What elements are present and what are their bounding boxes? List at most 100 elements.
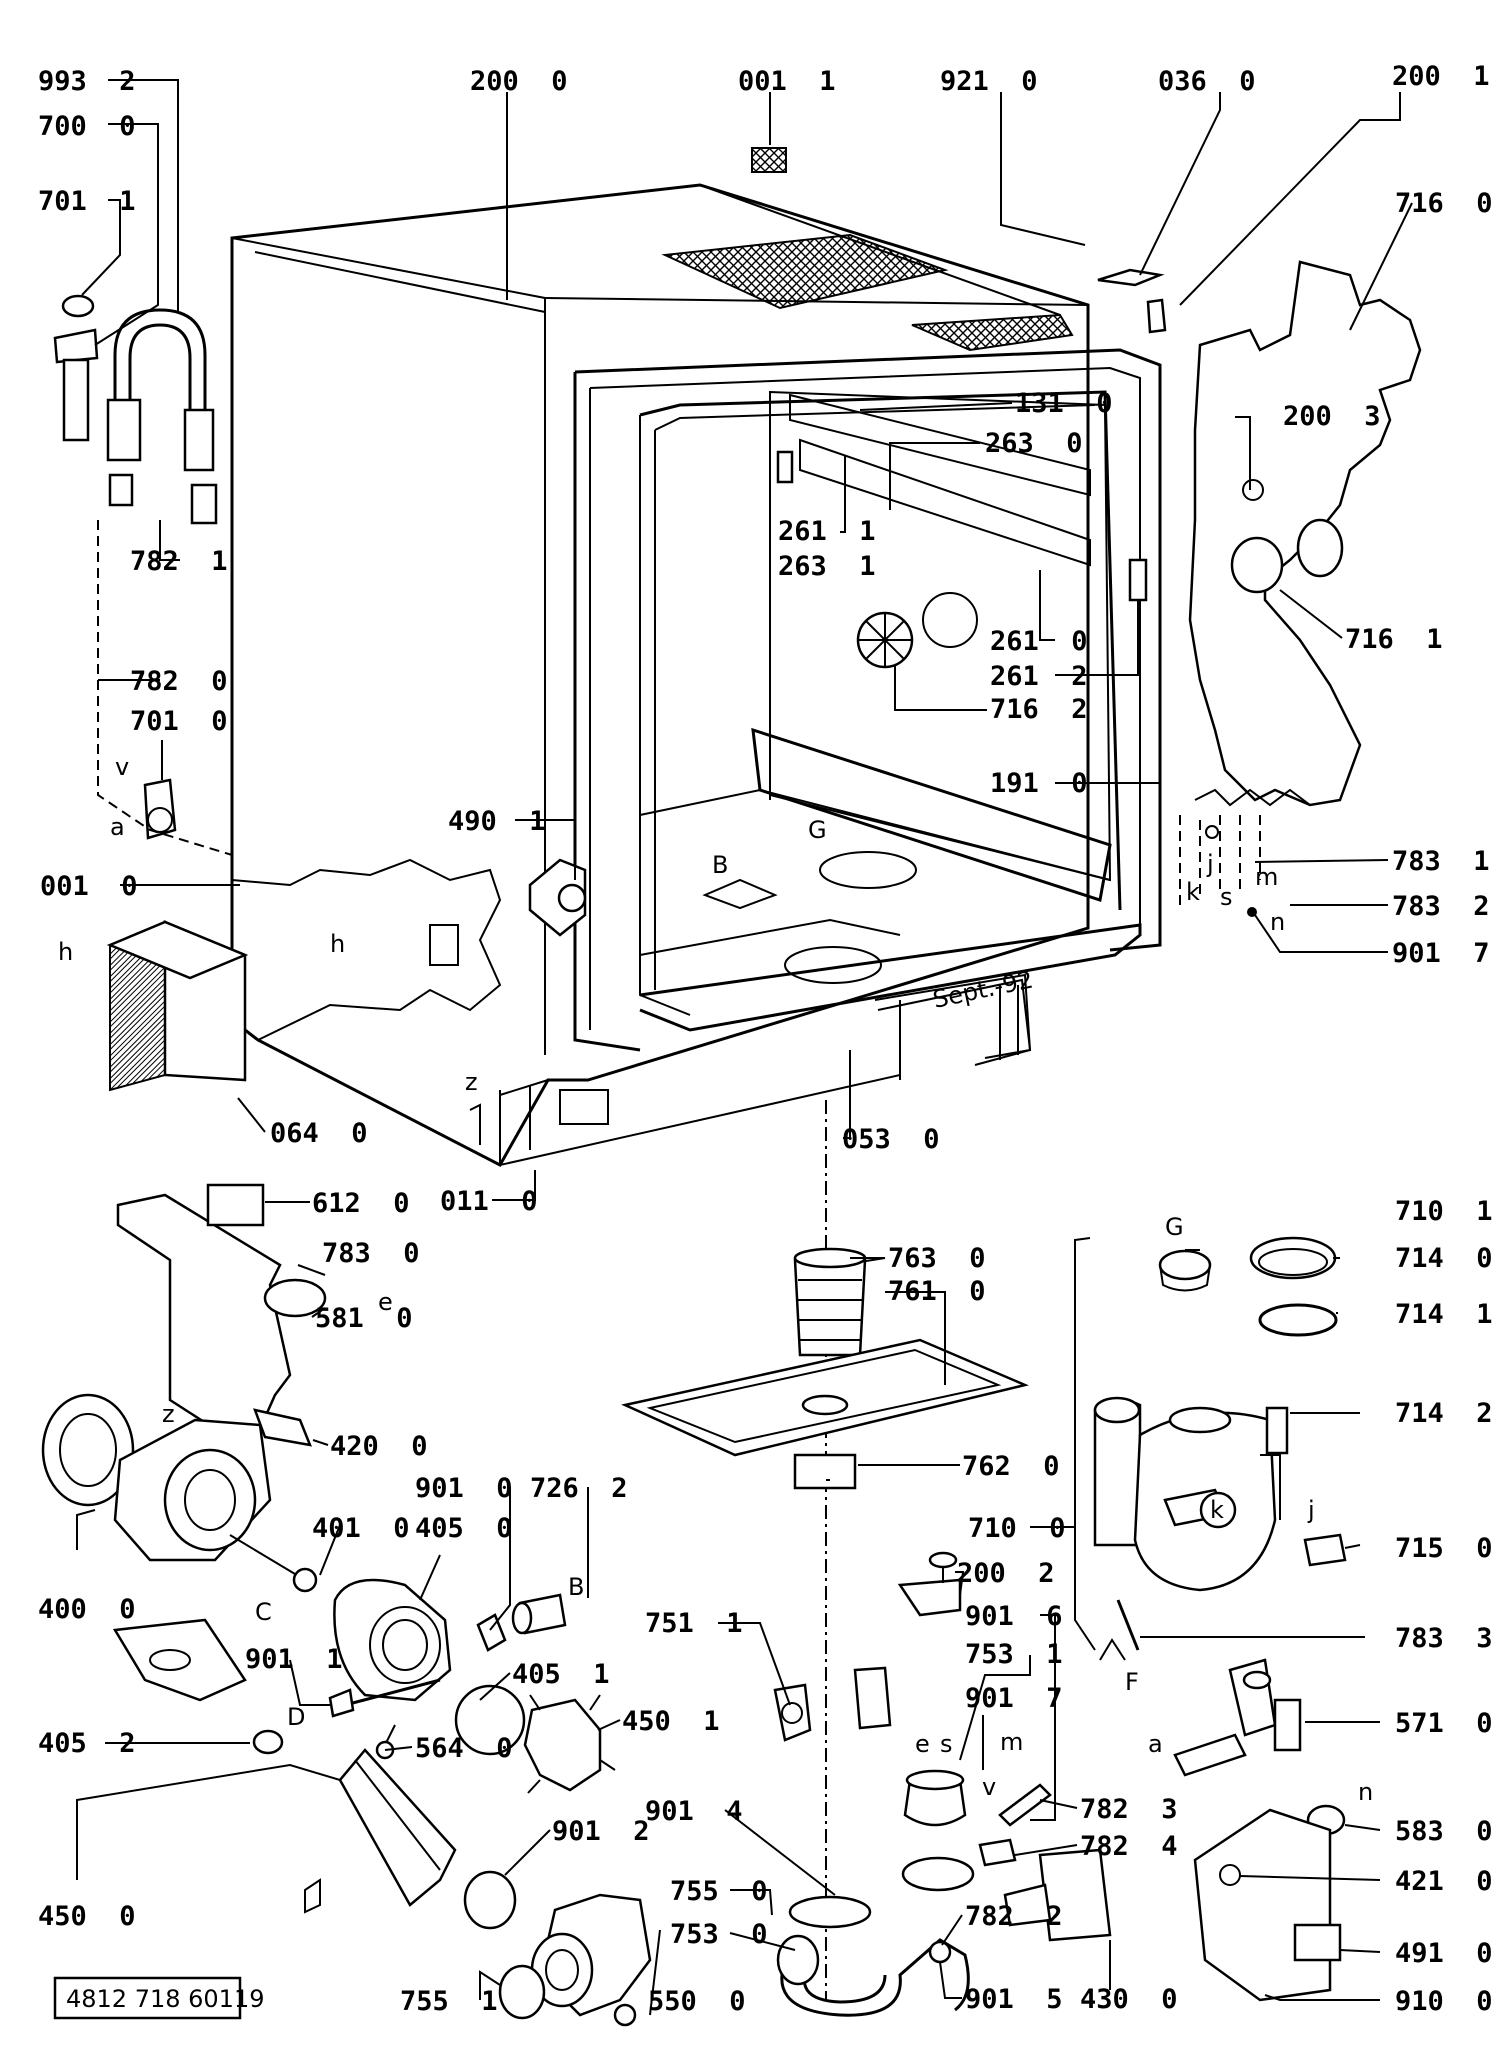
connection-letter: h bbox=[330, 930, 345, 958]
connection-letter: F bbox=[1125, 1668, 1139, 1696]
callout: 401 0 bbox=[312, 1513, 410, 1544]
callout: 420 0 bbox=[330, 1431, 428, 1462]
connection-letter: n bbox=[1358, 1778, 1373, 1806]
side-panel-cutout bbox=[231, 858, 1032, 1160]
connection-letter: s bbox=[940, 1730, 953, 1758]
callout: 763 0 bbox=[888, 1243, 986, 1274]
callout: 261 0 bbox=[990, 626, 1088, 657]
part-064-0-box bbox=[106, 920, 249, 1092]
part-715-0 bbox=[1303, 1533, 1347, 1567]
callout: 751 1 bbox=[645, 1608, 743, 1639]
part-581-0 bbox=[263, 1278, 327, 1318]
callout: 782 4 bbox=[1080, 1831, 1178, 1862]
callout: 901 7 bbox=[965, 1683, 1063, 1714]
part-405-0-pump bbox=[292, 1567, 452, 1702]
part-716-0-panel bbox=[1188, 260, 1422, 807]
part-714-2 bbox=[1265, 1406, 1289, 1455]
leader-lines bbox=[76, 79, 1413, 2001]
callout: 261 2 bbox=[990, 661, 1088, 692]
part-550-0 bbox=[613, 2003, 637, 2027]
part-405-1-seal bbox=[454, 1684, 526, 1756]
connection-letter: z bbox=[465, 1068, 478, 1096]
top-hatch-insulation bbox=[661, 147, 1074, 352]
callout: 901 0 bbox=[415, 1473, 513, 1504]
stamp-bracket bbox=[874, 973, 1032, 1060]
callout: 583 0 bbox=[1395, 1816, 1493, 1847]
callout: 036 0 bbox=[1158, 66, 1256, 97]
part-783-3-tip bbox=[1099, 1638, 1126, 1661]
part-782-3 bbox=[998, 1783, 1052, 1827]
callout: 755 0 bbox=[670, 1876, 768, 1907]
part-450-0-heater bbox=[304, 1724, 457, 1914]
callout: 400 0 bbox=[38, 1594, 136, 1625]
callout: 782 2 bbox=[965, 1901, 1063, 1932]
part-200-1 bbox=[1146, 298, 1167, 334]
callout: 901 5 bbox=[965, 1984, 1063, 2015]
callout: 755 1 bbox=[400, 1986, 498, 2017]
part-751-1 bbox=[773, 1666, 892, 1742]
part-714-1-oring bbox=[1258, 1303, 1338, 1337]
callout: 200 0 bbox=[470, 66, 568, 97]
connection-letter: e bbox=[378, 1288, 393, 1316]
callout: 001 0 bbox=[40, 871, 138, 902]
callout: 753 0 bbox=[670, 1919, 768, 1950]
callout: 901 4 bbox=[645, 1796, 743, 1827]
connection-letter: m bbox=[1000, 1728, 1023, 1756]
part-901-4 bbox=[788, 1856, 975, 1929]
part-450-1-impeller bbox=[523, 1694, 616, 1794]
callout: 564 0 bbox=[415, 1733, 513, 1764]
connection-letter: a bbox=[1148, 1730, 1163, 1758]
callout: 782 3 bbox=[1080, 1794, 1178, 1825]
callout: 405 0 bbox=[415, 1513, 513, 1544]
callout: 200 2 bbox=[957, 1558, 1055, 1589]
connection-letter: j bbox=[1307, 1496, 1315, 1524]
part-036-0 bbox=[1097, 268, 1165, 287]
part-783-3-hose bbox=[1116, 1599, 1140, 1651]
callout: 710 1 bbox=[1395, 1196, 1493, 1227]
callout: 901 2 bbox=[552, 1816, 650, 1847]
callout: 405 1 bbox=[512, 1659, 610, 1690]
callout: 581 0 bbox=[315, 1303, 413, 1334]
connection-letter: n bbox=[1270, 908, 1285, 936]
hose-route-dashed bbox=[97, 520, 233, 856]
connection-letter: j bbox=[1206, 850, 1214, 878]
connection-letter: G bbox=[808, 816, 827, 844]
part-755-0-elbow bbox=[530, 1893, 652, 2017]
connection-letters: v a h h z z B G G j k s m n e C B D e s … bbox=[58, 753, 1373, 1806]
part-420-0 bbox=[253, 1408, 312, 1447]
callout: 700 0 bbox=[38, 111, 136, 142]
drawing-number: 4812 718 60119 bbox=[66, 1985, 265, 2013]
callout: 782 1 bbox=[130, 546, 228, 577]
callout: 490 1 bbox=[448, 806, 546, 837]
callout: 701 1 bbox=[38, 186, 136, 217]
callout: 714 1 bbox=[1395, 1299, 1493, 1330]
callout: 191 0 bbox=[990, 768, 1088, 799]
callout: 571 0 bbox=[1395, 1708, 1493, 1739]
callout: 716 0 bbox=[1395, 188, 1493, 219]
callout: 405 2 bbox=[38, 1728, 136, 1759]
callout: 726 2 bbox=[530, 1473, 628, 1504]
part-400-0-motor bbox=[41, 1393, 306, 1702]
connection-letter: m bbox=[1255, 863, 1278, 891]
callout: 783 2 bbox=[1392, 891, 1490, 922]
callout: 450 1 bbox=[622, 1706, 720, 1737]
callout: 491 0 bbox=[1395, 1938, 1493, 1969]
part-901-2-clamp bbox=[463, 1870, 517, 1930]
callout: 053 0 bbox=[842, 1124, 940, 1155]
callout: 710 0 bbox=[968, 1513, 1066, 1544]
callout: 716 2 bbox=[990, 694, 1088, 725]
connection-letter: k bbox=[1210, 1496, 1224, 1524]
drawing-number-box: 4812 718 60119 bbox=[53, 1976, 265, 2020]
connection-letter: k bbox=[1186, 878, 1200, 906]
callout: 715 0 bbox=[1395, 1533, 1493, 1564]
part-401-0 bbox=[292, 1567, 318, 1593]
part-430-0-valve bbox=[978, 1838, 1112, 1942]
connection-letter: s bbox=[1220, 883, 1233, 911]
callout: 716 1 bbox=[1345, 624, 1443, 655]
part-726-2-hose bbox=[476, 1593, 567, 1652]
part-405-2 bbox=[252, 1729, 284, 1755]
callout: 762 0 bbox=[962, 1451, 1060, 1482]
part-a2-hose bbox=[1173, 1733, 1247, 1777]
callout: 612 0 bbox=[312, 1188, 410, 1219]
